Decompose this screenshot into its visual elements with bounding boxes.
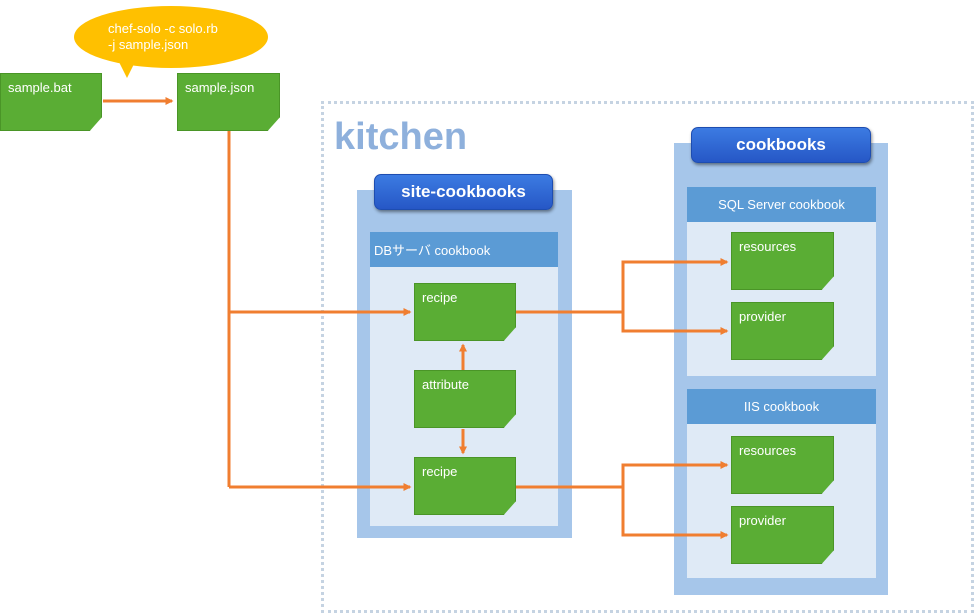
bubble-tail <box>118 60 136 78</box>
site-cookbooks-title: site-cookbooks <box>374 174 553 210</box>
iis-cookbook-header-label: IIS cookbook <box>743 399 820 414</box>
cookbooks-title-label: cookbooks <box>736 135 826 154</box>
recipe-top-label: recipe <box>422 290 458 305</box>
kitchen-title: kitchen <box>334 116 468 158</box>
site-cookbooks-title-label: site-cookbooks <box>401 182 526 201</box>
sample-json-note: sample.json <box>177 73 280 131</box>
iis-cookbook-header: IIS cookbook <box>687 389 876 424</box>
bubble-line-2: -j sample.json <box>108 37 189 52</box>
sql-resources-note: resources <box>731 232 834 290</box>
sample-json-label: sample.json <box>185 80 255 95</box>
attribute-label: attribute <box>422 377 469 392</box>
db-cookbook-header-label: DBサーバ cookbook <box>374 243 491 258</box>
sample-bat-note: sample.bat <box>0 73 102 131</box>
sql-server-cookbook-header-label: SQL Server cookbook <box>718 197 845 212</box>
cookbooks-title: cookbooks <box>691 127 871 163</box>
sql-provider-note: provider <box>731 302 834 360</box>
iis-provider-label: provider <box>739 513 786 528</box>
recipe-top-note: recipe <box>414 283 516 341</box>
arrow-to-iis-provider <box>621 487 729 539</box>
db-cookbook-header: DBサーバ cookbook <box>370 232 558 267</box>
iis-provider-note: provider <box>731 506 834 564</box>
bubble-line-1: chef-solo -c solo.rb <box>108 21 218 36</box>
recipe-bottom-note: recipe <box>414 457 516 515</box>
iis-resources-label: resources <box>739 443 797 458</box>
kitchen-frame <box>321 101 974 613</box>
sql-provider-label: provider <box>739 309 786 324</box>
arrow-to-sql-resources <box>621 258 729 312</box>
iis-resources-note: resources <box>731 436 834 494</box>
attribute-note: attribute <box>414 370 516 428</box>
sql-resources-label: resources <box>739 239 797 254</box>
arrow-to-iis-resources <box>621 461 729 487</box>
recipe-bottom-label: recipe <box>422 464 458 479</box>
arrow-to-sql-provider <box>621 312 729 335</box>
sql-server-cookbook-header: SQL Server cookbook <box>687 187 876 222</box>
sample-bat-label: sample.bat <box>8 80 72 95</box>
command-bubble: chef-solo -c solo.rb -j sample.json <box>74 6 268 68</box>
